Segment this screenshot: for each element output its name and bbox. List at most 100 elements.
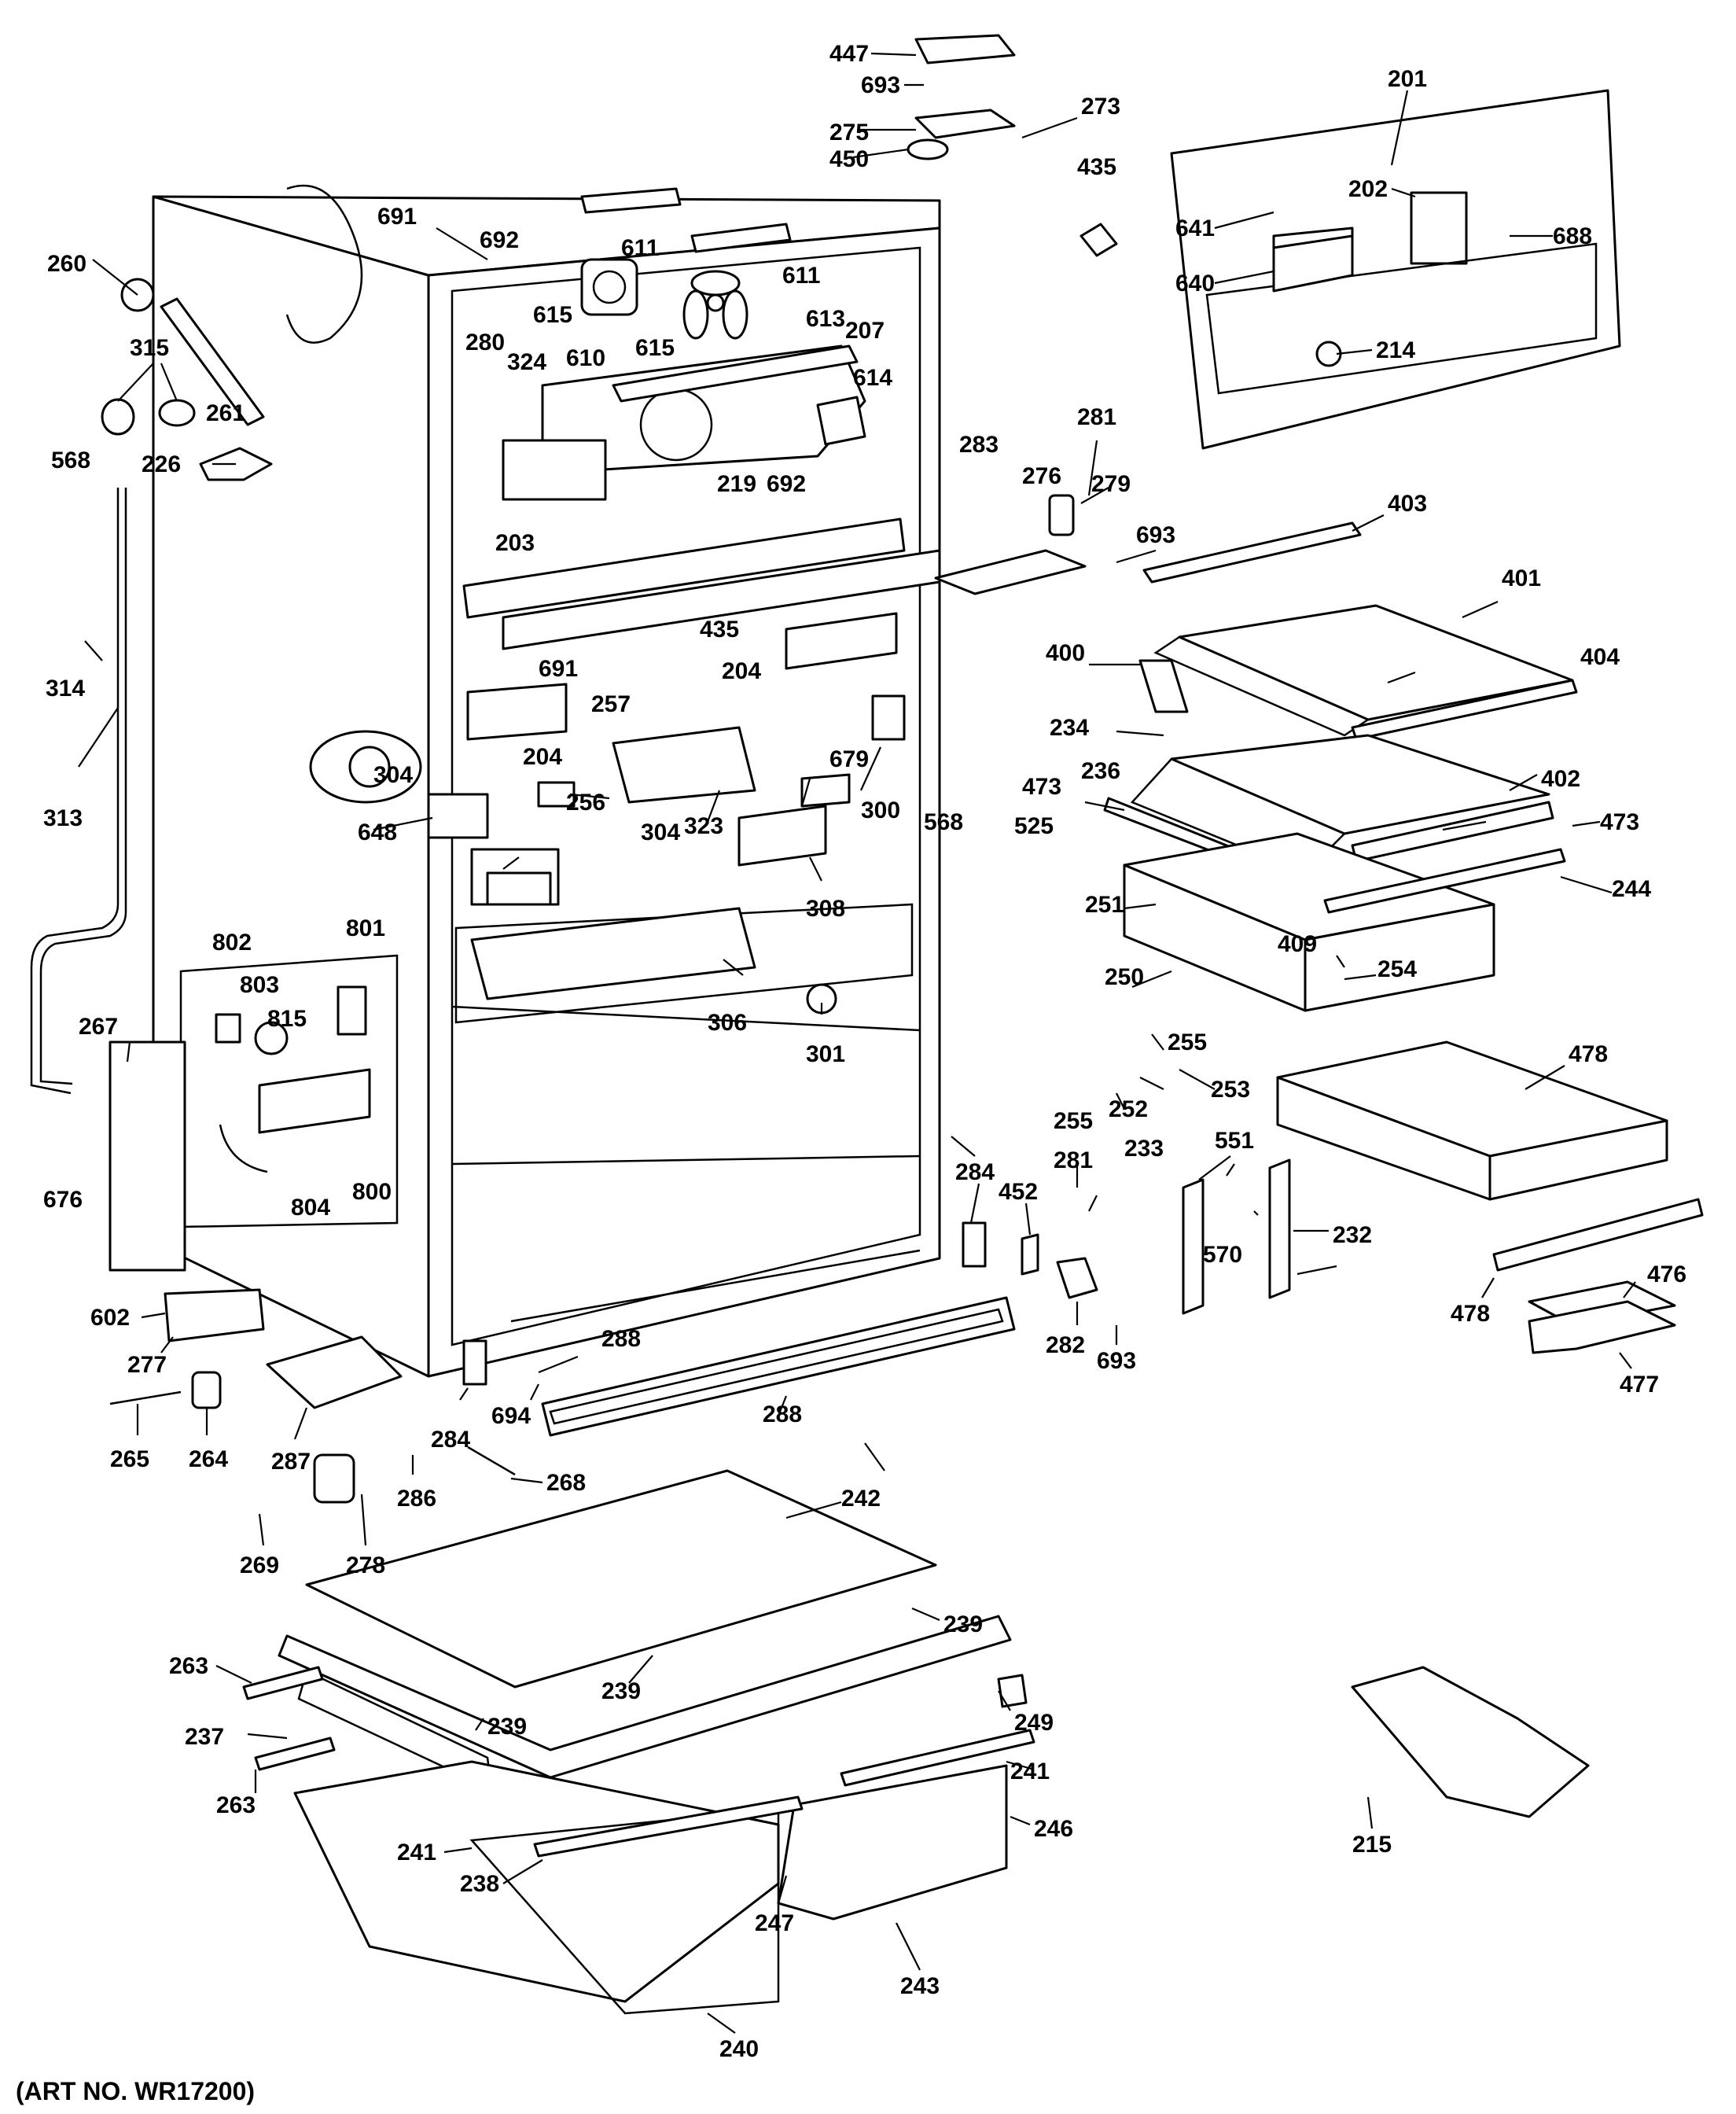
deli-drawer-478 [1276,1040,1668,1201]
callout-260: 260 [47,251,86,277]
callout-525: 525 [1014,813,1054,839]
kick-plate-288 [541,1296,1016,1437]
bracket-284-lower [462,1339,487,1386]
callout-648: 648 [358,819,397,845]
bin-215 [1351,1666,1590,1818]
callout-315: 315 [130,335,169,361]
callout-263: 263 [169,1653,208,1679]
callout-613: 613 [806,306,845,332]
callout-692: 692 [767,471,806,497]
callout-614: 614 [853,365,892,391]
callout-324: 324 [507,349,546,375]
callout-204: 204 [523,744,562,770]
pan-250 [1123,832,1495,1012]
callout-251: 251 [1085,892,1124,918]
cabinet-shell [152,195,941,1378]
rail-263-upper [242,1666,324,1700]
callout-679: 679 [829,746,869,772]
callout-226: 226 [142,451,181,477]
callout-267: 267 [79,1014,118,1040]
callout-447: 447 [829,41,869,67]
callout-403: 403 [1388,491,1427,517]
bracket-452 [1021,1233,1039,1276]
callout-257: 257 [591,691,631,717]
hinge-bracket-275 [907,34,1016,160]
shelf-trim-403 [1142,521,1362,584]
fan-motor [580,258,638,316]
callout-640: 640 [1175,271,1215,296]
glass-shelf-401 [1153,604,1574,737]
callout-313: 313 [43,805,83,831]
callout-286: 286 [397,1486,436,1512]
callout-247: 247 [755,1910,794,1936]
callout-242: 242 [841,1486,881,1512]
callout-201: 201 [1388,66,1427,92]
callout-233: 233 [1124,1136,1164,1162]
callout-802: 802 [212,930,252,956]
control-300 [871,694,906,741]
callout-568: 568 [51,447,90,473]
crisper-drawer-243 [777,1764,1008,1921]
callout-323: 323 [684,813,723,839]
callout-288: 288 [601,1326,641,1352]
callout-249: 249 [1014,1710,1054,1736]
callout-280: 280 [465,330,505,355]
callout-452: 452 [999,1179,1038,1205]
screw-268 [467,1446,516,1476]
callout-252: 252 [1109,1096,1148,1122]
callout-204: 204 [722,658,761,684]
bracket-282 [1056,1257,1098,1299]
callout-473: 473 [1600,809,1639,835]
callout-214: 214 [1376,337,1415,363]
callout-602: 602 [90,1305,130,1331]
art-number: (ART NO. WR17200) [16,2077,255,2105]
callout-labels: 447 693 275 273 450 435 201 202 641 688 … [43,41,1686,2062]
callout-691: 691 [377,204,417,230]
callout-615: 615 [533,302,572,328]
callout-215: 215 [1352,1832,1392,1858]
callout-570: 570 [1203,1242,1242,1268]
rail-263-lower [254,1736,336,1771]
freezer-shelf-rails [462,517,941,650]
callout-269: 269 [240,1552,279,1578]
drawer-cover-238 [533,1795,804,1858]
callout-283: 283 [959,432,999,458]
callout-314: 314 [46,676,85,702]
callout-611: 611 [621,235,659,261]
callout-265: 265 [110,1446,149,1472]
cantilever-shelf-236 [1130,734,1554,875]
callout-254: 254 [1377,956,1417,982]
callout-241: 241 [1010,1759,1050,1784]
shelf-frame-400 [1138,659,1189,713]
callout-261: 261 [206,400,245,426]
callout-288: 288 [763,1401,802,1427]
callout-804: 804 [291,1195,330,1221]
callout-232: 232 [1333,1222,1372,1248]
light-socket-435 [1079,223,1118,257]
fan-brackets [580,187,792,253]
callout-478: 478 [1451,1301,1490,1327]
callout-255: 255 [1168,1029,1207,1055]
callout-473: 473 [1022,774,1061,800]
callout-278: 278 [346,1552,385,1578]
callout-300: 300 [861,797,900,823]
callout-256: 256 [566,790,605,816]
callout-450: 450 [829,146,869,172]
control-housing [470,726,756,1000]
bracket-277 [164,1288,265,1342]
side-panel-267 [108,1040,186,1272]
evaporator-fan-assembly [502,344,866,501]
bracket-284-upper [962,1221,987,1268]
callout-400: 400 [1046,640,1085,666]
hinge-276 [934,494,1087,595]
callout-202: 202 [1348,176,1388,202]
callout-676: 676 [43,1187,83,1213]
cold-control-dial [309,730,576,839]
callout-237: 237 [185,1724,224,1750]
callout-692: 692 [480,227,519,253]
callout-688: 688 [1553,223,1592,249]
callout-402: 402 [1541,766,1580,792]
callout-255: 255 [1054,1108,1093,1134]
callout-641: 641 [1175,215,1215,241]
callout-693: 693 [1136,522,1175,548]
